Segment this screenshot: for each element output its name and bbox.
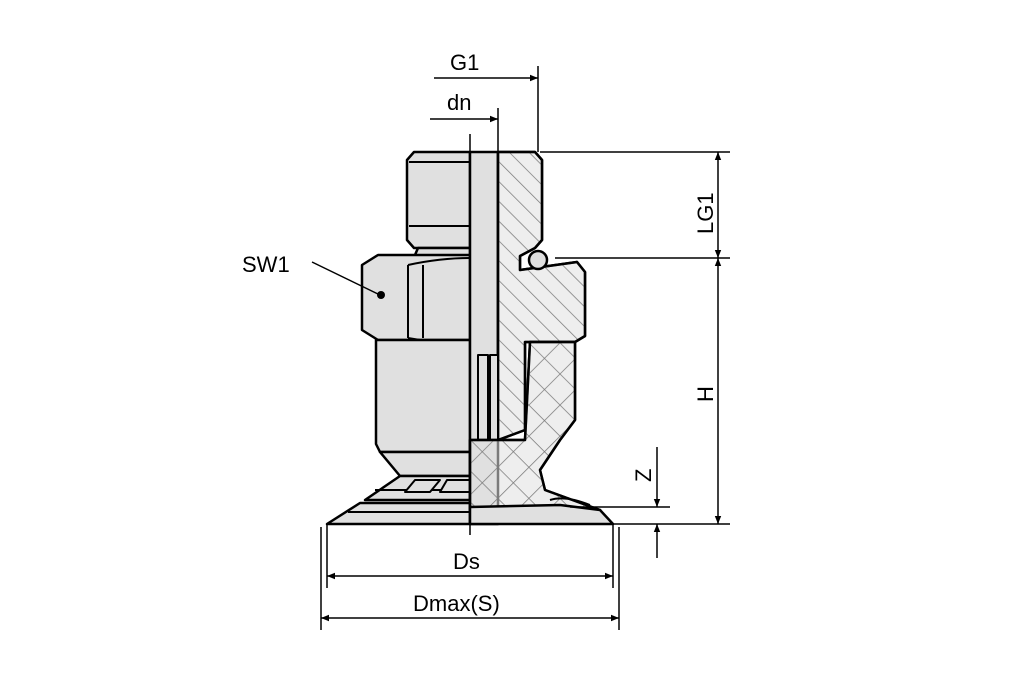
label-dmax: Dmax(S) bbox=[413, 591, 500, 616]
dimension-lines bbox=[311, 66, 730, 630]
label-z: Z bbox=[631, 469, 656, 482]
label-lg1: LG1 bbox=[693, 192, 718, 234]
label-dn: dn bbox=[447, 90, 471, 115]
label-ds: Ds bbox=[453, 549, 480, 574]
label-g1: G1 bbox=[450, 50, 479, 75]
fitting-section bbox=[468, 150, 615, 526]
label-h: H bbox=[693, 386, 718, 402]
fitting-exterior bbox=[325, 150, 472, 526]
sw1-leader-dot bbox=[377, 291, 385, 299]
label-sw1: SW1 bbox=[242, 252, 290, 277]
